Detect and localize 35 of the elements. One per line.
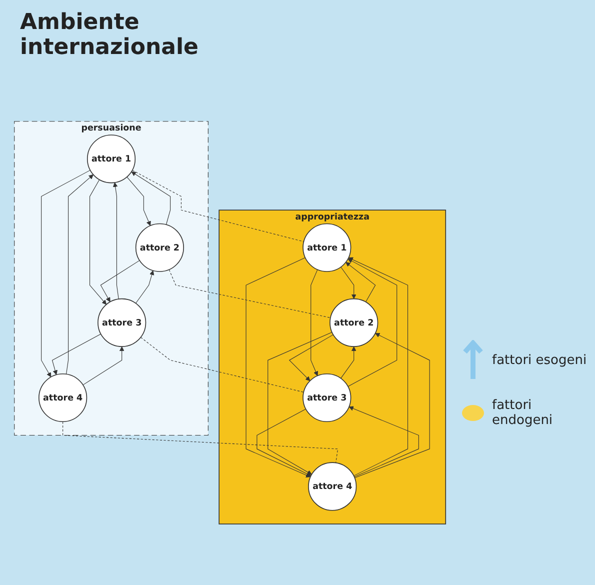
arrow (346, 262, 376, 302)
arrow (82, 346, 124, 386)
node-circle: attore 4 (308, 462, 357, 511)
diagram-title: Ambiente internazionale (20, 10, 200, 60)
connector (140, 336, 304, 392)
node-circle: attore 3 (98, 298, 146, 347)
arrow (246, 257, 311, 478)
node-circle: attore 1 (86, 134, 136, 183)
arrow (340, 346, 356, 378)
arrow (131, 171, 171, 225)
node-circle: attore 3 (302, 373, 352, 422)
connector (62, 421, 338, 463)
arrow (288, 334, 334, 381)
arrow (340, 266, 356, 299)
node-circle: attore 2 (135, 223, 184, 272)
arrow (112, 182, 119, 300)
node-circle: attore 2 (330, 298, 378, 347)
arrow (52, 334, 102, 375)
arrow (348, 257, 408, 476)
arrow (41, 170, 90, 378)
arrow (268, 332, 332, 474)
node-circle: attore 4 (38, 373, 88, 422)
arrow (100, 260, 140, 302)
arrow (348, 258, 398, 387)
arrow (90, 179, 107, 305)
arrow (126, 176, 151, 226)
arrow (348, 406, 419, 478)
arrow (354, 332, 430, 478)
arrow (136, 270, 154, 304)
legend-label: fattori esogeni (492, 352, 587, 368)
legend-label: fattori endogeni (492, 398, 554, 428)
arrow (310, 269, 318, 376)
arrow (66, 174, 94, 374)
node-circle: attore 1 (302, 223, 352, 272)
arrow (256, 408, 312, 476)
